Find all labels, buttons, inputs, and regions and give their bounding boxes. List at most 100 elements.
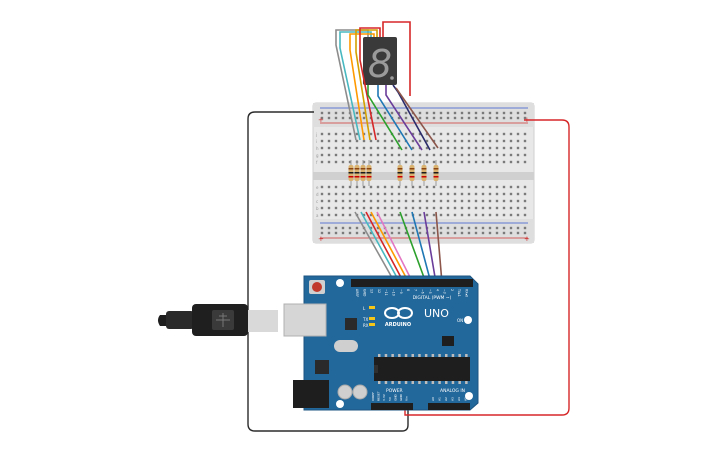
breadboard-hole [320, 199, 324, 203]
breadboard-hole [523, 139, 527, 143]
wire-display-orange-2[interactable] [355, 29, 378, 141]
breadboard-hole [341, 226, 345, 230]
logo-loop-right [397, 307, 413, 319]
breadboard-hole [362, 153, 366, 157]
breadboard-hole [404, 192, 408, 196]
breadboard-hole [467, 185, 471, 189]
breadboard-hole [320, 226, 324, 230]
chip-pin [431, 354, 435, 357]
breadboard-hole [516, 185, 520, 189]
wire-board-teal[interactable] [360, 211, 401, 284]
wire-board-brown[interactable] [435, 211, 443, 284]
voltage-regulator [315, 360, 329, 374]
wire-board-red[interactable] [365, 211, 405, 284]
analog-pin-label: A0 [431, 397, 435, 401]
wire-board-green[interactable] [399, 211, 427, 284]
breadboard-hole [509, 116, 513, 120]
resistor-band [433, 168, 439, 170]
breadboard-hole [488, 185, 492, 189]
breadboard-hole [460, 206, 464, 210]
breadboard-hole [488, 116, 492, 120]
breadboard-hole [341, 206, 345, 210]
breadboard-hole [383, 199, 387, 203]
seven-segment-display[interactable]: 8 [363, 37, 397, 86]
wire-board-purple[interactable] [423, 211, 437, 284]
breadboard-hole [320, 231, 324, 235]
breadboard-hole [481, 111, 485, 115]
breadboard-hole [425, 213, 429, 217]
wire-power-red[interactable] [404, 119, 570, 416]
wire-board-pink[interactable] [376, 211, 414, 284]
breadboard-hole [460, 160, 464, 164]
breadboard-hole [320, 111, 324, 115]
breadboard-hole [474, 226, 478, 230]
breadboard-hole [460, 185, 464, 189]
breadboard-hole [404, 160, 408, 164]
row-letter: j [315, 132, 317, 137]
chip-pin [411, 381, 414, 384]
breadboard-hole [362, 199, 366, 203]
wire-ground-black[interactable] [247, 111, 409, 432]
breadboard-hole [369, 199, 373, 203]
breadboard-hole [509, 139, 513, 143]
breadboard-hole [453, 185, 457, 189]
breadboard-hole [355, 132, 359, 136]
wire-display-brown[interactable] [395, 87, 439, 149]
breadboard-hole [404, 116, 408, 120]
wire-board-blue[interactable] [411, 211, 432, 284]
breadboard-hole [341, 132, 345, 136]
wire-display-red-1[interactable] [359, 27, 381, 141]
resistor-band [409, 176, 415, 178]
power-pin-label: GND [399, 393, 403, 401]
power-pin-label: RESET [377, 391, 381, 401]
breadboard-hole [418, 206, 422, 210]
breadboard-hole [376, 153, 380, 157]
digital-pin-label: 8 [406, 289, 410, 291]
breadboard-hole [390, 146, 394, 150]
wire-board-gray[interactable] [354, 211, 396, 284]
breadboard-hole [474, 213, 478, 217]
breadboard-hole [348, 132, 352, 136]
wire-display-red-2[interactable] [382, 21, 411, 96]
breadboard-hole [348, 146, 352, 150]
row-letter: h [316, 146, 319, 151]
breadboard-hole [334, 185, 338, 189]
breadboard-hole [362, 231, 366, 235]
breadboard-hole [383, 111, 387, 115]
breadboard-hole [418, 185, 422, 189]
breadboard-hole [481, 192, 485, 196]
row-letter: e [316, 185, 319, 190]
breadboard-hole [355, 206, 359, 210]
wire-board-orange[interactable] [370, 211, 410, 284]
breadboard-hole [488, 146, 492, 150]
breadboard-hole [334, 231, 338, 235]
breadboard-hole [523, 116, 527, 120]
chip-pin [424, 381, 428, 384]
breadboard-hole [411, 153, 415, 157]
analog-pin-label: A1 [438, 397, 442, 401]
breadboard-hole [502, 139, 506, 143]
breadboard-hole [446, 192, 450, 196]
breadboard-hole [320, 153, 324, 157]
breadboard-hole [397, 153, 401, 157]
wire-display-orange-1[interactable] [349, 33, 375, 141]
wire-display-blue[interactable] [377, 85, 413, 151]
breadboard-hole [509, 192, 513, 196]
breadboard-hole [320, 146, 324, 150]
wire-display-purple[interactable] [385, 85, 423, 151]
display-wires [335, 21, 439, 151]
wire-display-green[interactable] [367, 85, 403, 151]
breadboard-hole [376, 132, 380, 136]
breadboard-hole [474, 116, 478, 120]
row-letter: d [316, 192, 319, 197]
breadboard-hole [481, 146, 485, 150]
breadboard-hole [523, 160, 527, 164]
breadboard-hole [432, 153, 436, 157]
chip-pin [398, 381, 401, 384]
breadboard-hole [488, 199, 492, 203]
usb-cable[interactable] [158, 304, 278, 336]
reset-button[interactable] [312, 282, 322, 292]
power-pin-label: 3.3V [382, 393, 386, 401]
